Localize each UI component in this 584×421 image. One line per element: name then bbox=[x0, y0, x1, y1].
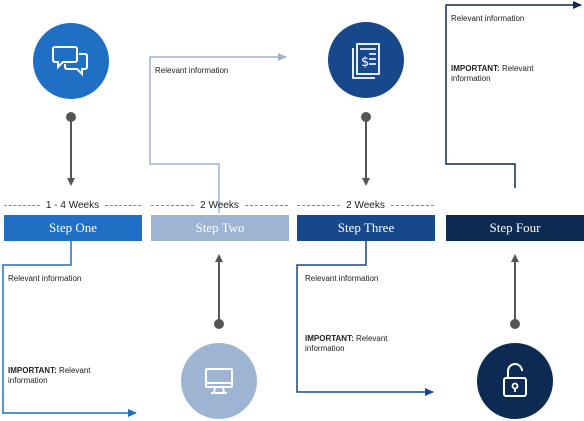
step-one-label: Step One bbox=[48, 220, 98, 235]
step4-icon-circle bbox=[477, 343, 553, 419]
step2-icon-circle bbox=[181, 343, 257, 419]
step3-duration: 2 Weeks bbox=[297, 198, 435, 212]
connector-step3 bbox=[361, 112, 371, 186]
step1-path bbox=[2, 241, 137, 417]
connector-step4 bbox=[510, 254, 520, 329]
step-three-box[interactable]: Step Three bbox=[297, 215, 435, 241]
step1-duration: 1 - 4 Weeks bbox=[4, 198, 142, 212]
unlocked-padlock-icon bbox=[503, 363, 527, 397]
step2-info-note: Relevant information bbox=[155, 66, 229, 75]
step2-duration: 2 Weeks bbox=[151, 198, 289, 212]
step4-info-note: Relevant information bbox=[451, 14, 525, 23]
chat-bubbles-icon bbox=[52, 46, 88, 77]
step-one-box[interactable]: Step One bbox=[4, 215, 142, 241]
monitor-icon bbox=[205, 368, 233, 394]
step3-icon-circle: $ bbox=[328, 22, 404, 98]
step3-important-note: IMPORTANT: Relevant information bbox=[305, 334, 388, 353]
invoice-dollar-icon: $ bbox=[352, 43, 380, 79]
step3-duration-label: 2 Weeks bbox=[346, 199, 385, 211]
connector-step1 bbox=[66, 112, 76, 186]
step-two-label: Step Two bbox=[195, 220, 245, 235]
step1-important-note: IMPORTANT: Relevant information bbox=[8, 366, 91, 385]
step2-duration-label: 2 Weeks bbox=[200, 199, 239, 211]
step-four-label: Step Four bbox=[489, 220, 541, 235]
step4-important-note: IMPORTANT: Relevant information bbox=[451, 64, 534, 83]
svg-text:$: $ bbox=[361, 55, 369, 70]
step1-icon-circle bbox=[33, 23, 109, 99]
step2-path bbox=[149, 53, 287, 213]
step4-path bbox=[445, 1, 582, 188]
connector-step2 bbox=[214, 254, 224, 329]
step-four-box[interactable]: Step Four bbox=[446, 215, 584, 241]
step3-info-note: Relevant information bbox=[305, 274, 379, 283]
step3-path bbox=[296, 241, 434, 396]
step-three-label: Step Three bbox=[337, 220, 395, 235]
step-two-box[interactable]: Step Two bbox=[151, 215, 289, 241]
step1-duration-label: 1 - 4 Weeks bbox=[45, 199, 100, 211]
step1-info-note: Relevant information bbox=[8, 274, 82, 283]
